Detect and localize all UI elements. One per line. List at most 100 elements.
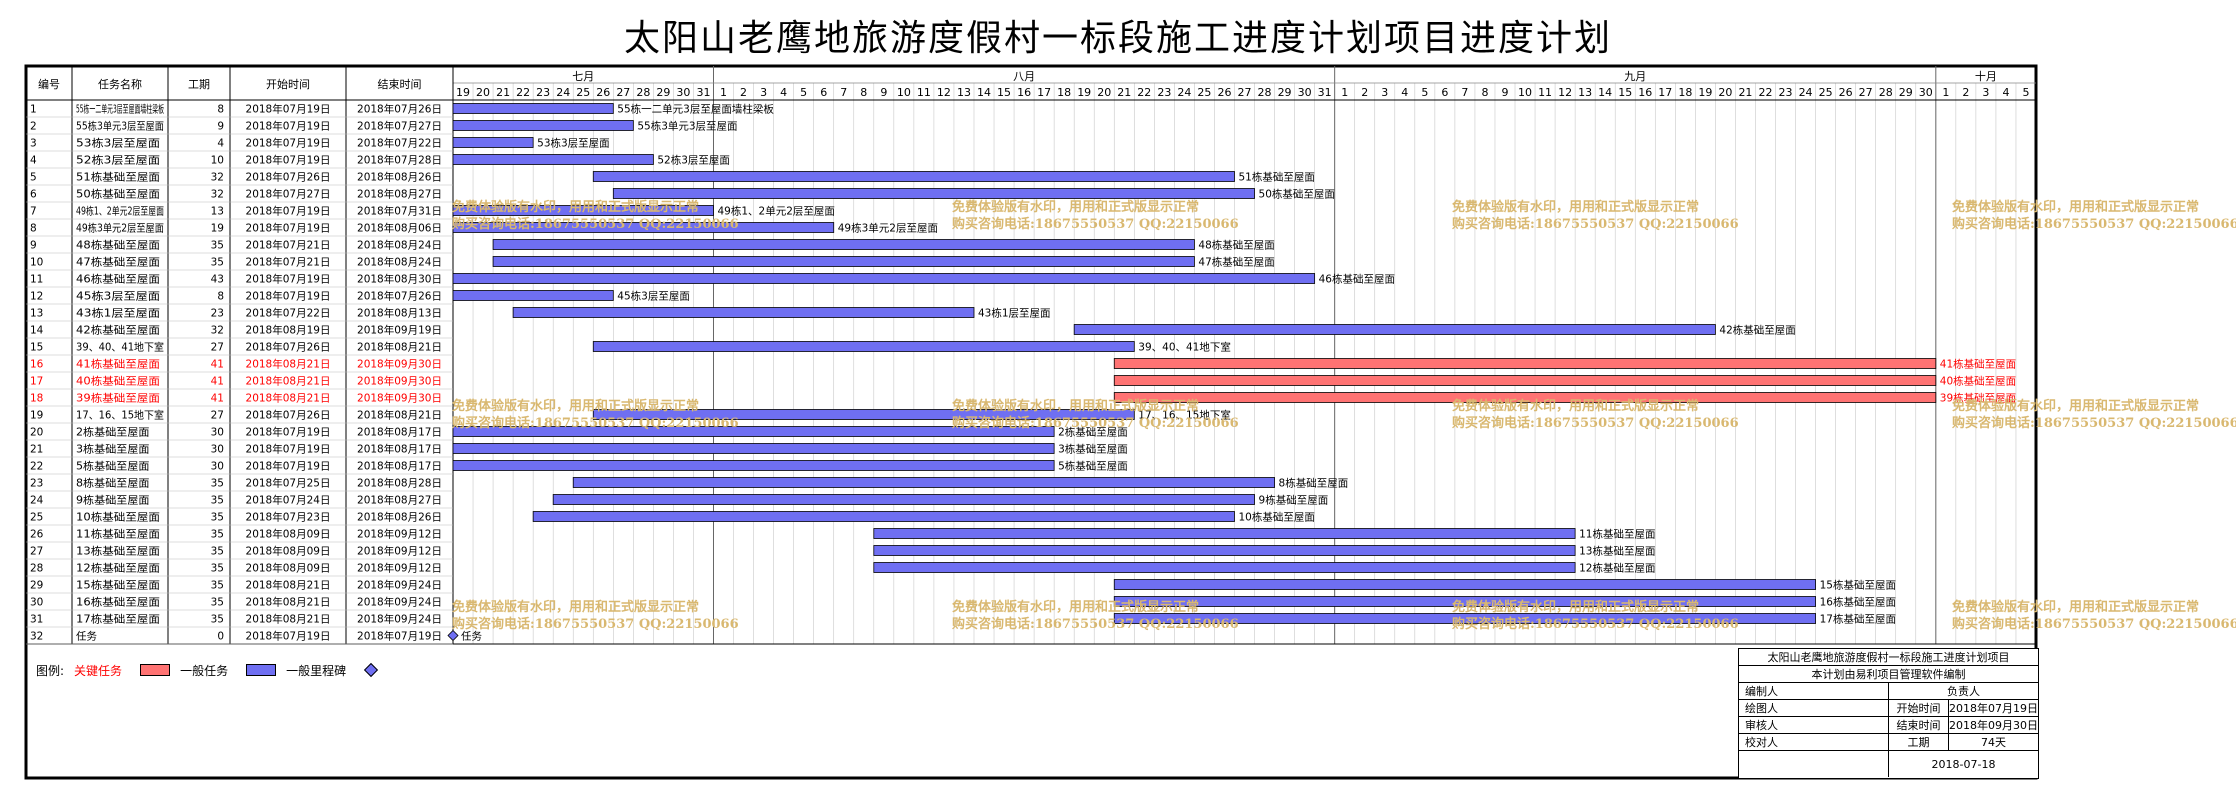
bar-label: 9栋基础至屋面: [1259, 494, 1329, 507]
task-end: 2018年08月28日: [357, 477, 442, 490]
task-id: 15: [30, 342, 43, 354]
task-duration: 35: [211, 546, 224, 558]
task-bar: [452, 443, 1055, 454]
footer-owner: 负责人: [1947, 685, 1980, 698]
task-bar: [552, 494, 1255, 505]
milestone-marker: [447, 629, 459, 642]
footer-drawer: 绘图人: [1739, 700, 1889, 716]
task-end: 2018年07月31日: [357, 205, 442, 218]
task-name: 16栋基础至屋面: [76, 596, 160, 609]
task-name: 13栋基础至屋面: [76, 545, 160, 558]
day-tick-label: 4: [2002, 86, 2009, 99]
day-tick-label: 6: [1441, 86, 1448, 99]
day-tick-label: 26: [596, 86, 610, 99]
task-start: 2018年08月09日: [246, 562, 331, 575]
task-bar: [572, 477, 1275, 488]
task-name: 45栋3层至屋面: [76, 290, 160, 303]
task-start: 2018年08月21日: [246, 613, 331, 626]
task-bar: [452, 154, 654, 165]
task-name: 40栋基础至屋面: [76, 375, 160, 388]
bar-label: 49栋3单元2层至屋面: [838, 222, 938, 235]
bar-label: 15栋基础至屋面: [1820, 579, 1896, 592]
task-start: 2018年07月26日: [246, 409, 331, 422]
day-tick-label: 13: [1578, 86, 1592, 99]
watermark-line-1: 免费体验版有水印，用用和正式版显示正常: [952, 398, 1199, 414]
task-id: 22: [30, 461, 43, 473]
watermark-line-2: 购买咨询电话:18675550537 QQ:22150066: [1952, 216, 2236, 232]
day-tick-label: 5: [1421, 86, 1428, 99]
task-duration: 35: [211, 580, 224, 592]
footer-duration-value: 74天: [1981, 736, 2006, 749]
day-tick-label: 19: [1077, 86, 1091, 99]
task-duration: 35: [211, 529, 224, 541]
task-name: 2栋基础至屋面: [76, 426, 150, 439]
task-end: 2018年08月27日: [357, 494, 442, 507]
page-title: 太阳山老鹰地旅游度假村一标段施工进度计划项目进度计划: [623, 18, 1612, 59]
watermark-line-2: 购买咨询电话:18675550537 QQ:22150066: [1952, 415, 2236, 431]
task-bar: [452, 205, 714, 216]
watermark-line-2: 购买咨询电话:18675550537 QQ:22150066: [452, 415, 739, 431]
task-end: 2018年07月19日: [357, 630, 442, 643]
bar-label: 5栋基础至屋面: [1058, 460, 1128, 473]
task-name: 52栋3层至屋面: [76, 154, 160, 167]
task-id: 28: [30, 563, 43, 575]
day-tick-label: 21: [1117, 86, 1131, 99]
task-name: 任务: [76, 630, 97, 643]
task-id: 7: [30, 206, 37, 218]
day-tick-label: 20: [476, 86, 490, 99]
task-bar: [1113, 596, 1816, 607]
day-tick-label: 24: [1799, 86, 1813, 99]
task-end: 2018年08月17日: [357, 443, 442, 456]
task-duration: 27: [211, 342, 224, 354]
bar-label: 2栋基础至屋面: [1058, 426, 1128, 439]
column-header: 开始时间: [266, 77, 310, 91]
task-start: 2018年07月24日: [246, 494, 331, 507]
task-duration: 35: [211, 257, 224, 269]
outer-frame: [24, 64, 2038, 780]
task-start: 2018年07月19日: [246, 630, 331, 643]
day-tick-label: 2: [740, 86, 747, 99]
task-end: 2018年08月21日: [357, 409, 442, 422]
task-start: 2018年07月19日: [246, 460, 331, 473]
bar-label: 53栋3层至屋面: [537, 137, 610, 150]
day-tick-label: 3: [1381, 86, 1388, 99]
day-tick-label: 1: [1341, 86, 1348, 99]
task-name: 17栋基础至屋面: [76, 613, 160, 626]
day-tick-label: 24: [556, 86, 570, 99]
task-end: 2018年08月17日: [357, 460, 442, 473]
task-name: 15栋基础至屋面: [76, 579, 160, 592]
task-end: 2018年08月13日: [357, 307, 442, 320]
task-name: 51栋基础至屋面: [76, 171, 160, 184]
watermark-line-2: 购买咨询电话:18675550537 QQ:22150066: [1952, 616, 2236, 632]
task-start: 2018年07月23日: [246, 511, 331, 524]
bar-label: 11栋基础至屋面: [1579, 528, 1655, 541]
task-start: 2018年07月26日: [246, 171, 331, 184]
task-id: 2: [30, 121, 37, 133]
task-bar: [532, 511, 1235, 522]
task-id: 19: [30, 410, 43, 422]
task-bar: [452, 290, 614, 301]
day-tick-label: 8: [860, 86, 867, 99]
footer-date: 2018-07-18: [1931, 757, 1996, 771]
task-end: 2018年08月06日: [357, 222, 442, 235]
bar-label: 任务: [461, 630, 482, 643]
task-duration: 35: [211, 240, 224, 252]
day-tick-label: 17: [1658, 86, 1672, 99]
task-bar: [592, 341, 1135, 352]
legend-title: 图例:: [36, 663, 65, 678]
task-id: 9: [30, 240, 37, 252]
critical-task-bar: [1113, 392, 1937, 403]
day-tick-label: 11: [1538, 86, 1552, 99]
watermark-line-1: 免费体验版有水印，用用和正式版显示正常: [952, 199, 1199, 215]
day-tick-label: 15: [1618, 86, 1632, 99]
day-tick-label: 14: [1598, 86, 1612, 99]
day-tick-label: 29: [656, 86, 670, 99]
day-tick-label: 30: [1919, 86, 1933, 99]
task-duration: 35: [211, 495, 224, 507]
day-tick-label: 31: [1318, 86, 1332, 99]
task-name: 10栋基础至屋面: [76, 511, 160, 524]
task-duration: 13: [211, 206, 224, 218]
legend-critical-label: 关键任务: [74, 663, 123, 678]
task-id: 10: [30, 257, 43, 269]
task-start: 2018年08月09日: [246, 545, 331, 558]
